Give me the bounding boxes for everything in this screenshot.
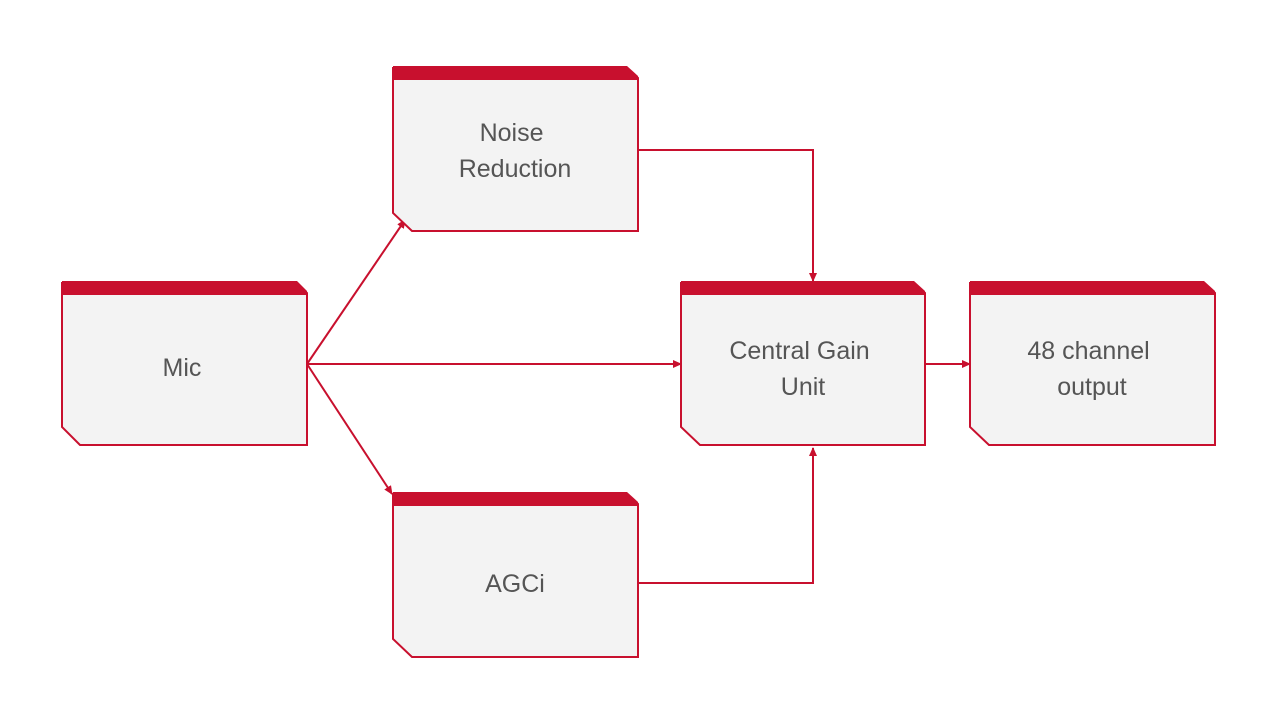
edge-agci-to-central-gain-unit: [638, 447, 817, 584]
node-noise-reduction: Noise Reduction: [392, 66, 639, 232]
node-output-label-line-1: 48 channel: [1027, 337, 1149, 365]
node-output-top-band: [970, 281, 1215, 295]
node-agci-label: AGCi: [485, 570, 545, 598]
svg-text:Noise Reduction: Noise Reduction: [459, 119, 572, 183]
node-agci-top-band: [393, 492, 638, 506]
node-noise-reduction-label-line-2: Reduction: [459, 155, 572, 183]
connectors: [306, 149, 971, 584]
node-agci: AGCi: [392, 492, 639, 658]
node-mic-top-band: [62, 281, 307, 295]
svg-text:48 channel output: 48 channel output: [1027, 337, 1156, 401]
node-output-label-line-2: output: [1057, 373, 1127, 401]
node-mic-label: Mic: [163, 354, 202, 382]
node-noise-reduction-top-band: [393, 66, 638, 80]
svg-text:AGCi: AGCi: [485, 570, 545, 598]
svg-text:Mic: Mic: [163, 354, 202, 382]
node-central-gain-unit-label-line-2: Unit: [781, 373, 826, 401]
node-central-gain-unit-label-line-1: Central Gain: [729, 337, 869, 365]
edge-mic-to-noise-reduction: [306, 219, 406, 365]
node-noise-reduction-box: [392, 67, 639, 232]
node-mic: Mic: [61, 281, 308, 446]
node-central-gain-unit-top-band: [681, 281, 925, 295]
node-central-gain-unit: Central Gain Unit: [680, 281, 926, 446]
node-noise-reduction-label-line-1: Noise: [480, 119, 544, 147]
edge-noise-reduction-to-central-gain-unit: [638, 149, 817, 282]
edge-mic-to-agci: [306, 363, 393, 495]
node-output: 48 channel output: [969, 281, 1216, 446]
svg-text:Central Gain Unit: Central Gain Unit: [729, 337, 876, 401]
